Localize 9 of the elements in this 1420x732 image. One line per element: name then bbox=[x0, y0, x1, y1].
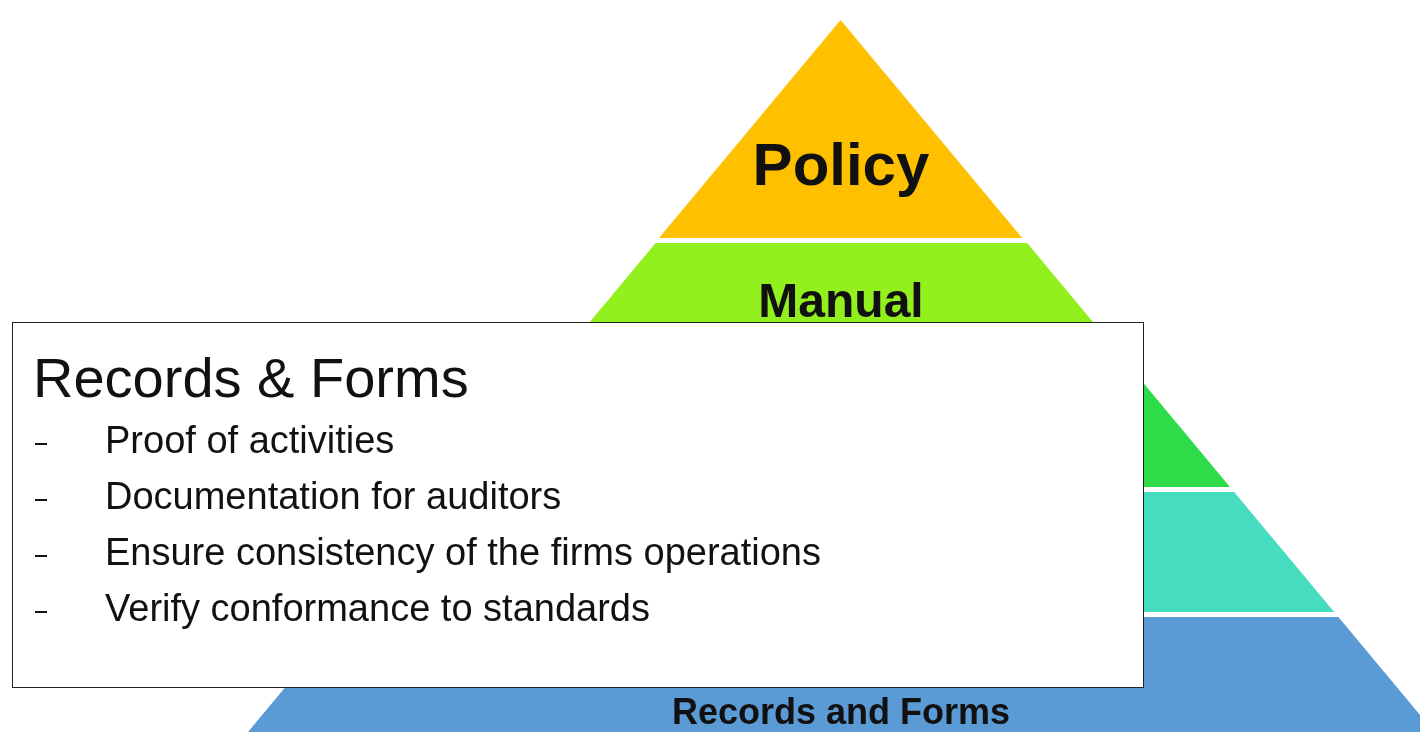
bullet-text: Proof of activities bbox=[105, 419, 395, 462]
text-card bbox=[12, 322, 1144, 688]
tier-label: Records and Forms bbox=[670, 691, 1012, 732]
tier-label: Policy bbox=[751, 130, 931, 199]
tier-label: Manual bbox=[757, 273, 925, 328]
bullet-text: Documentation for auditors bbox=[105, 475, 562, 518]
bullet-text: Verify conformance to standards bbox=[105, 587, 650, 630]
bullet-text: Ensure consistency of the firms operations bbox=[105, 531, 821, 574]
card-heading: Records & Forms bbox=[33, 345, 469, 410]
